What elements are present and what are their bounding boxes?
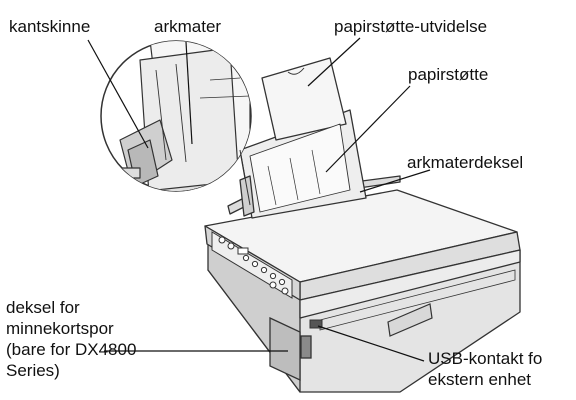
label-usb-kontakt-line-1: USB-kontakt fo	[428, 349, 543, 368]
label-arkmater: arkmater	[154, 17, 222, 36]
label-arkmaterdeksel: arkmaterdeksel	[407, 153, 524, 172]
leader-lines	[87, 37, 431, 362]
sheet-feeder	[227, 57, 401, 219]
label-deksel-minnekort-line-3: (bare for DX4800	[6, 340, 137, 359]
label-deksel-minnekort-line-2: minnekortspor	[6, 319, 114, 338]
label-usb-kontakt: USB-kontakt fo ekstern enhet	[428, 348, 542, 390]
label-usb-kontakt-line-2: ekstern enhet	[428, 370, 532, 389]
label-deksel-minnekort: deksel for minnekortspor (bare for DX480…	[6, 297, 136, 381]
label-kantskinne: kantskinne	[9, 17, 91, 36]
usb-port	[309, 319, 323, 329]
control-panel	[211, 231, 293, 299]
label-deksel-minnekort-line-4: Series)	[6, 361, 60, 380]
leader-arkmaterdeksel	[359, 169, 431, 193]
leader-papirstotte-utvidelse	[307, 37, 361, 87]
leader-kantskinne	[87, 39, 149, 149]
leader-arkmater	[185, 41, 193, 145]
memory-card-cover	[269, 316, 312, 382]
label-deksel-minnekort-line-1: deksel for	[6, 298, 80, 317]
label-papirstotte-utvidelse: papirstøtte-utvidelse	[334, 17, 488, 36]
zoom-detail	[100, 40, 252, 206]
leader-papirstotte	[325, 85, 411, 173]
leader-usb-kontakt	[317, 325, 425, 362]
label-papirstotte: papirstøtte	[408, 65, 489, 84]
